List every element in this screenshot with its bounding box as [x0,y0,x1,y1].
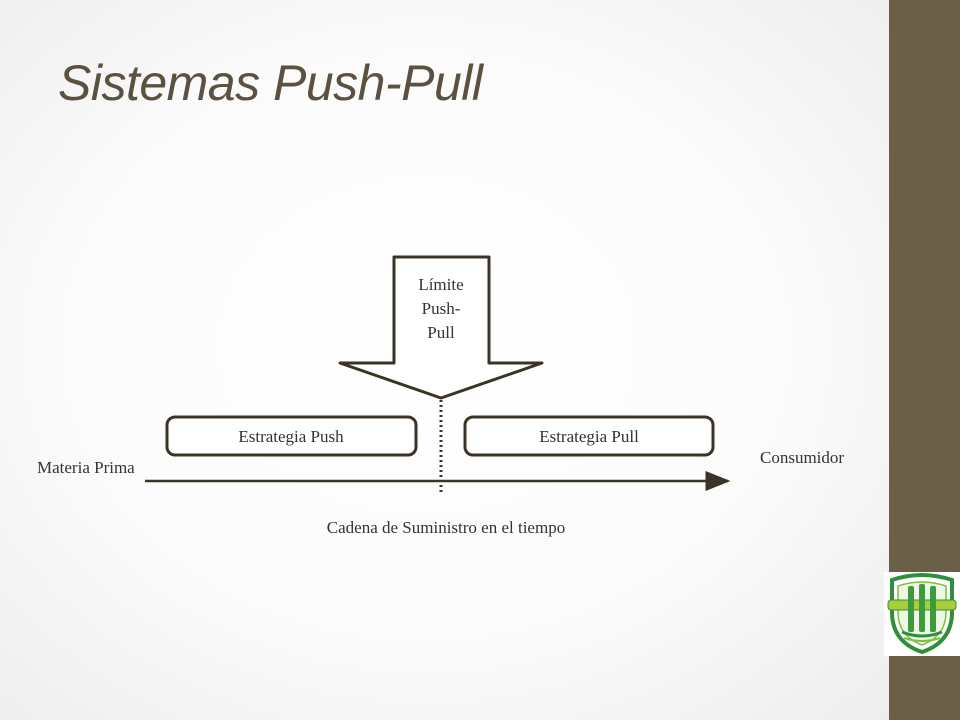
raw-material-label: Materia Prima [37,458,135,477]
boundary-label-line-2: Push- [422,299,461,318]
push-pull-boundary-arrow [338,255,544,400]
pull-strategy-box [463,415,715,457]
push-strategy-box [165,415,418,457]
push-strategy-label: Estrategia Push [238,427,344,446]
push-pull-diagram: Límite Push- Pull Estrategia Push Estrat… [37,255,844,537]
page-title: Sistemas Push-Pull [58,55,483,111]
boundary-label-line-3: Pull [427,323,455,342]
axis-label: Cadena de Suministro en el tiempo [327,518,565,537]
crest-logo-icon [887,573,957,655]
pull-strategy-label: Estrategia Pull [539,427,639,446]
consumer-label: Consumidor [760,448,844,467]
logo-container [884,572,960,656]
boundary-label-line-1: Límite [418,275,463,294]
